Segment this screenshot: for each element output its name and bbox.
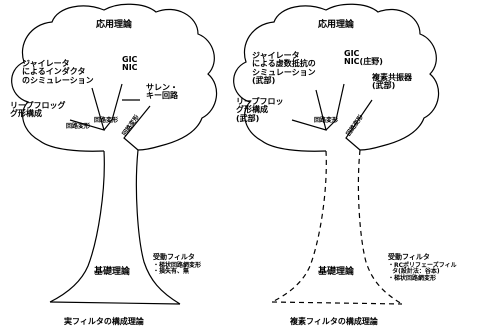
right-passive-items: ・RCポリフェーズフィル タ(設計法：谷本) ・梯状回路網変形 xyxy=(388,262,457,282)
left-gyrator-label: ジャイレータ によるインダクタ のシミュレーション xyxy=(22,59,94,85)
right-tree-root-line xyxy=(271,301,403,305)
right-branch-label-1: 回路変形 xyxy=(314,117,339,124)
right-gyrator-label: ジャイレータ による虚数抵抗の シミュレーション (武部) xyxy=(252,51,316,86)
right-gic-label: GIC NIC(庄野) xyxy=(344,49,383,67)
left-branch-lines xyxy=(69,83,151,151)
left-base-label: 基礎理論 xyxy=(94,267,131,277)
left-tree-trunk-left xyxy=(49,150,105,303)
right-tree xyxy=(233,3,440,305)
left-passive-heading: 受動フィルタ xyxy=(153,253,195,261)
right-tree-crown xyxy=(233,3,440,152)
right-caption: 複素フィルタの構成理論 xyxy=(290,317,378,326)
right-branch-lines xyxy=(291,83,373,151)
left-branch-label-2: 回路変形 xyxy=(94,117,119,124)
left-tree-root-line xyxy=(49,301,181,305)
left-crown-label: 応用理論 xyxy=(96,20,133,30)
right-tree-trunk-left xyxy=(271,150,327,303)
right-passive-heading: 受動フィルタ xyxy=(388,253,430,261)
left-gic-label: GIC NIC xyxy=(122,55,138,73)
left-sallen-key-label: サレン・ キー回路 xyxy=(146,83,178,101)
left-passive-items: ・梯状回路網変形 ・損失有、無 xyxy=(153,262,202,276)
left-tree-trunk-right xyxy=(135,149,181,305)
right-base-label: 基礎理論 xyxy=(318,267,355,277)
left-branch-label-1: 回路変形 xyxy=(66,123,91,130)
right-tree-trunk-right xyxy=(357,149,403,305)
left-tree-crown xyxy=(11,3,218,152)
right-leapfrog-label: リープフロッ グ形構成 (武部) xyxy=(236,97,284,123)
left-tree xyxy=(11,3,218,305)
right-complex-coupler-label: 複素共振器 (武部) xyxy=(372,73,412,91)
right-crown-label: 応用理論 xyxy=(318,20,355,30)
left-leapfrog-label: リープフロッグ グ形構成 xyxy=(10,101,66,119)
left-caption: 実フィルタの構成理論 xyxy=(64,317,144,326)
